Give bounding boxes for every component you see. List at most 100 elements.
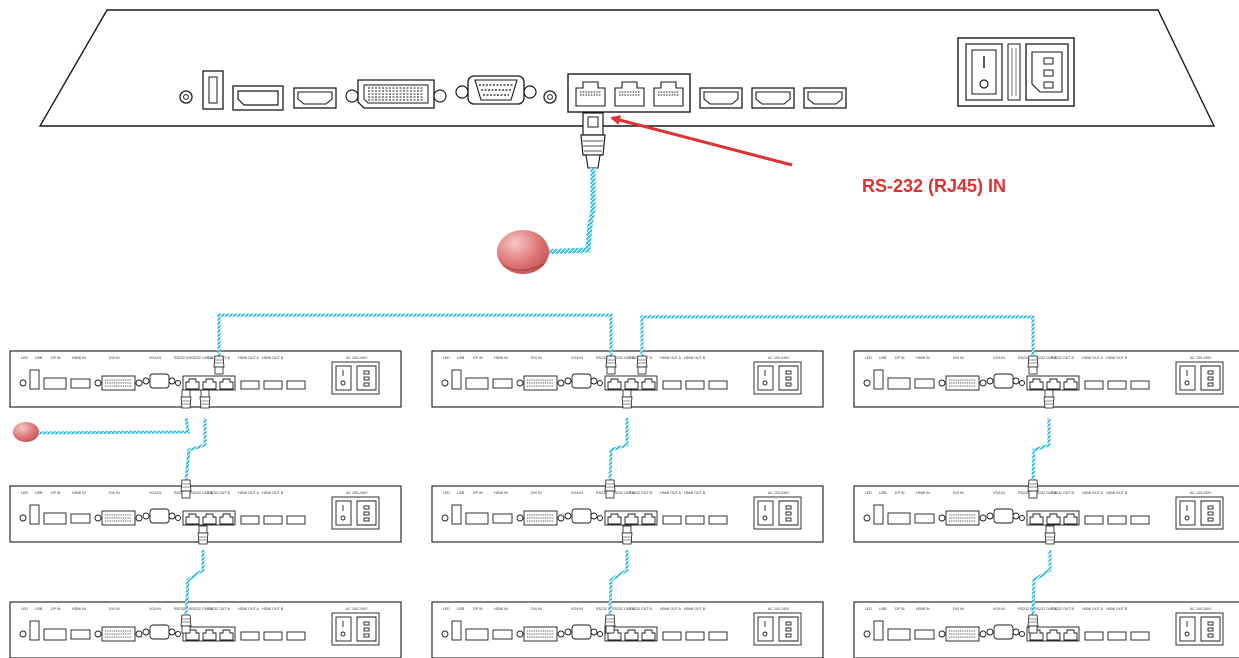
hdmi-out-port-icon <box>1084 380 1104 390</box>
hdmi-out-port-icon <box>240 515 260 525</box>
usb-port-icon <box>202 70 224 110</box>
iec-power-inlet-icon <box>356 365 377 391</box>
hdmi-in-port-icon <box>70 513 91 524</box>
port-label: LED <box>21 356 28 360</box>
port-label: HDMI OUT A <box>1082 491 1104 495</box>
usb-port-icon <box>451 504 462 525</box>
hdmi-out-port-icon <box>803 87 847 109</box>
port-label: VGA IN <box>993 607 1005 611</box>
port-label: RS232 OUT B <box>207 607 231 611</box>
rj45-port-icon <box>607 378 622 390</box>
rj45-plug-icon <box>580 112 606 169</box>
iec-power-inlet-icon <box>356 500 377 526</box>
port-label: RS232 OUT A <box>612 356 635 360</box>
port-label: AC 100-240V <box>1190 607 1212 611</box>
rj45-plug-icon <box>605 355 617 375</box>
dvi-port-icon <box>938 375 987 391</box>
port-label: HDMI OUT B <box>1106 491 1128 495</box>
port-label: HDMI OUT A <box>1082 356 1104 360</box>
port-label: RS232 IN <box>596 607 612 611</box>
hdmi-in-port-icon <box>492 513 513 524</box>
port-label: VGA IN <box>571 607 583 611</box>
vga-port-icon <box>986 373 1020 389</box>
led-indicator-icon <box>19 379 27 387</box>
rj45-port-icon <box>575 81 606 107</box>
port-label: AC 100-240V <box>1190 356 1212 360</box>
hdmi-out-port-icon <box>286 631 306 641</box>
port-label: VGA IN <box>993 356 1005 360</box>
hdmi-out-port-icon <box>1130 631 1150 641</box>
port-label: USB <box>35 356 43 360</box>
displayport-icon <box>887 512 911 525</box>
port-label: VGA IN <box>149 356 161 360</box>
power-module <box>1175 496 1224 530</box>
port-label: AC 100-240V <box>1190 491 1212 495</box>
led-indicator-icon <box>441 630 449 638</box>
usb-port-icon <box>29 504 40 525</box>
port-label: DVI IN <box>531 607 542 611</box>
rj45-port-icon <box>624 513 639 525</box>
rj45-plug-icon <box>213 355 225 375</box>
led-indicator-icon <box>441 514 449 522</box>
displayport-icon <box>465 512 489 525</box>
led-indicator-icon <box>19 630 27 638</box>
iec-power-inlet-icon <box>1200 365 1221 391</box>
port-label: HDMI IN <box>494 356 508 360</box>
power-switch-icon <box>1179 500 1196 526</box>
displayport-icon <box>465 377 489 390</box>
port-label: RS232 OUT A <box>1034 607 1057 611</box>
rj45-port-icon <box>185 378 200 390</box>
hdmi-in-port-icon <box>914 378 935 389</box>
led-indicator-icon <box>543 90 557 104</box>
port-label: AC 100-240V <box>346 607 368 611</box>
port-label: LED <box>443 607 450 611</box>
port-label: HDMI OUT B <box>684 356 706 360</box>
hdmi-out-port-icon <box>685 631 705 641</box>
led-indicator-icon <box>179 90 193 104</box>
rs232-callout-label: RS-232 (RJ45) IN <box>862 176 1007 196</box>
port-label: RS232 IN <box>1018 491 1034 495</box>
usb-port-icon <box>29 620 40 641</box>
rj45-plug-icon <box>1044 525 1056 545</box>
iec-power-inlet-icon <box>778 616 799 642</box>
usb-port-icon <box>451 369 462 390</box>
port-label: DP IN <box>895 356 905 360</box>
power-module <box>957 37 1075 107</box>
port-label: LED <box>443 356 450 360</box>
led-indicator-icon <box>1019 515 1025 521</box>
dvi-port-icon <box>94 510 143 526</box>
iec-power-inlet-icon <box>1025 43 1069 101</box>
hdmi-out-port-icon <box>1107 631 1127 641</box>
port-label: HDMI IN <box>916 356 930 360</box>
rj45-port-icon <box>607 513 622 525</box>
dvi-port-icon <box>94 626 143 642</box>
power-module <box>331 612 380 646</box>
rj45-plug-icon <box>197 525 209 545</box>
port-label: USB <box>879 607 887 611</box>
hdmi-in-port-icon <box>70 378 91 389</box>
dvi-port-icon <box>938 510 987 526</box>
rj45-port-group <box>604 510 658 526</box>
hdmi-out-port-icon <box>662 631 682 641</box>
led-indicator-icon <box>863 514 871 522</box>
rj45-plug-icon <box>199 389 211 409</box>
port-label: LED <box>21 491 28 495</box>
power-module <box>1175 361 1224 395</box>
serial-cable <box>539 168 596 255</box>
rj45-port-group <box>1026 510 1080 526</box>
led-indicator-icon <box>863 630 871 638</box>
rj45-plug-icon <box>1043 389 1055 409</box>
displayport-icon <box>465 628 489 641</box>
iec-power-inlet-icon <box>778 500 799 526</box>
usb-port-icon <box>873 620 884 641</box>
power-module <box>1175 612 1224 646</box>
hdmi-out-port-icon <box>685 515 705 525</box>
unit-grid: LED USB DP IN HDMI IN DVI IN VGA IN RS232 IN RS… <box>9 350 1239 658</box>
dvi-port-icon <box>938 626 987 642</box>
rj45-port-icon <box>1063 629 1078 641</box>
port-label: HDMI OUT A <box>1082 607 1104 611</box>
displayport-icon <box>887 377 911 390</box>
iec-power-inlet-icon <box>1200 500 1221 526</box>
